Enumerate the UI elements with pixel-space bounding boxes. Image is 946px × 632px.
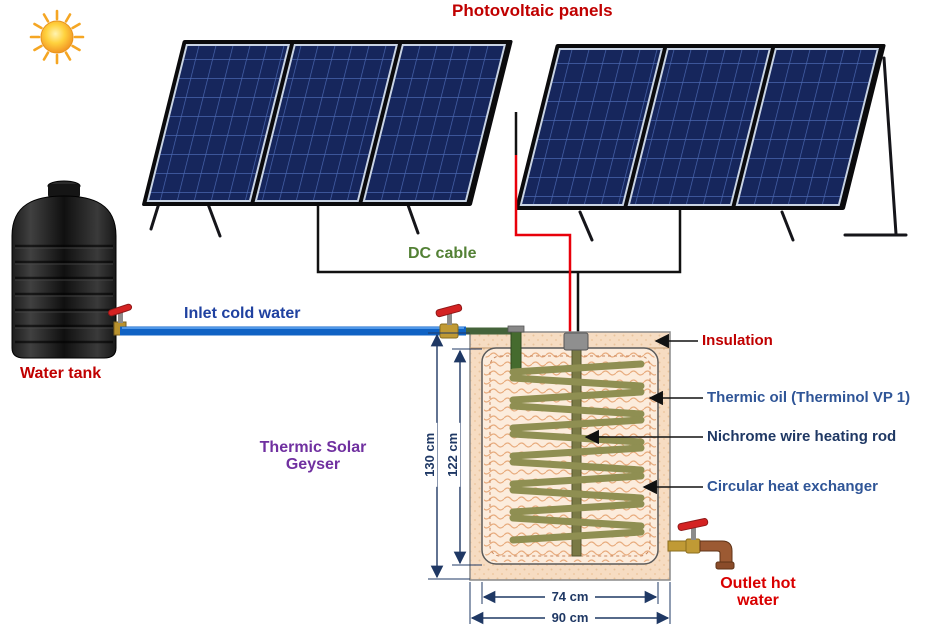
water-tank-graphic (11, 180, 127, 359)
heat-exchanger-label: Circular heat exchanger (707, 478, 878, 495)
dim-inner-height-label: 122 cm (445, 422, 460, 487)
sun-icon (29, 9, 85, 65)
panel-stands (149, 56, 908, 242)
outlet-valve (667, 518, 709, 554)
pv-panel (362, 44, 507, 202)
pv-panel (627, 48, 772, 206)
water-tank-label: Water tank (20, 365, 102, 382)
dim-inner-width-label: 74 cm (545, 590, 595, 604)
pv-panel (519, 48, 664, 206)
outlet-label-line1: Outlet hot (720, 575, 796, 592)
dc-cable-wire (316, 112, 682, 341)
outlet-label-line2: water (737, 591, 779, 609)
geyser-label-line2: Geyser (285, 455, 341, 473)
dim-outer-height-label: 130 cm (422, 422, 437, 487)
solar-array-left (142, 40, 513, 206)
outlet-faucet (699, 540, 735, 570)
dim-outer-width-label: 90 cm (545, 611, 595, 625)
thermic-solar-geyser-label: Thermic Solar Geyser (238, 439, 388, 474)
outlet-hot-water-label: Outlet hot water (708, 575, 808, 610)
inlet-valve-right (435, 303, 463, 339)
geyser-label-line1: Thermic Solar (259, 439, 367, 456)
dim-inner-height (452, 348, 482, 566)
thermic-oil-label: Thermic oil (Therminol VP 1) (707, 389, 911, 406)
dim-outer-height (428, 332, 470, 580)
heat-exchanger-coil (509, 360, 645, 544)
diagram-title: Photovoltaic panels (452, 1, 613, 20)
terminal-block (563, 332, 589, 351)
pv-panel (735, 48, 880, 206)
nichrome-rod-label: Nichrome wire heating rod (707, 428, 897, 445)
inlet-cold-water-label: Inlet cold water (184, 305, 301, 322)
dc-cable-label: DC cable (408, 245, 477, 262)
pv-panel (146, 44, 291, 202)
annotation-arrows (584, 333, 703, 495)
insulation-label: Insulation (702, 332, 773, 349)
inlet-valve-left (107, 303, 133, 323)
red-dc-wire (514, 155, 572, 341)
pv-panel (254, 44, 399, 202)
solar-array-right (515, 44, 886, 210)
